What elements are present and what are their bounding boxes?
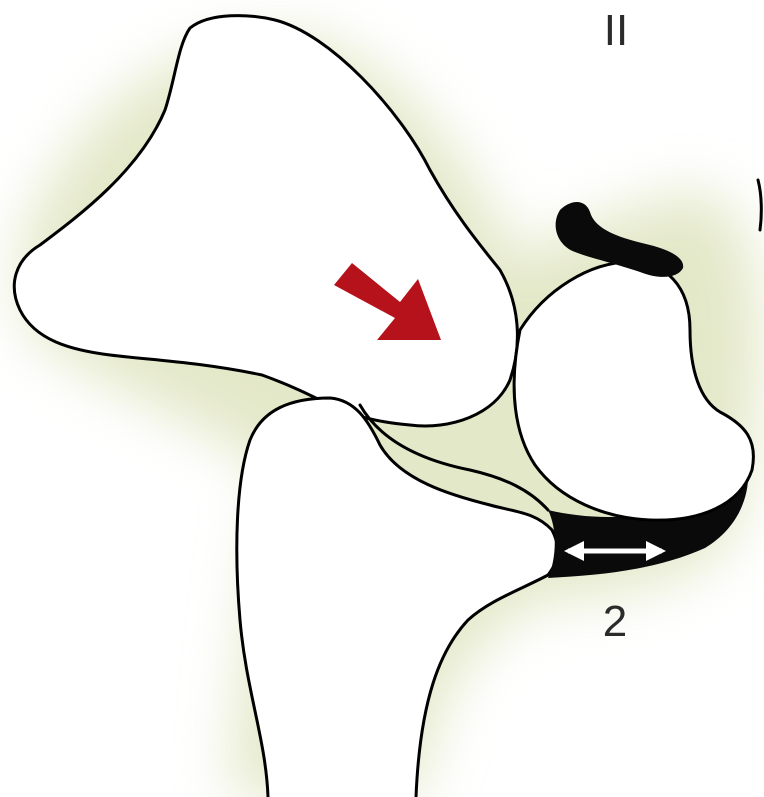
right-edge-line [758, 180, 761, 230]
gap-label: 2 [603, 597, 627, 646]
panel-label: II [604, 6, 628, 55]
